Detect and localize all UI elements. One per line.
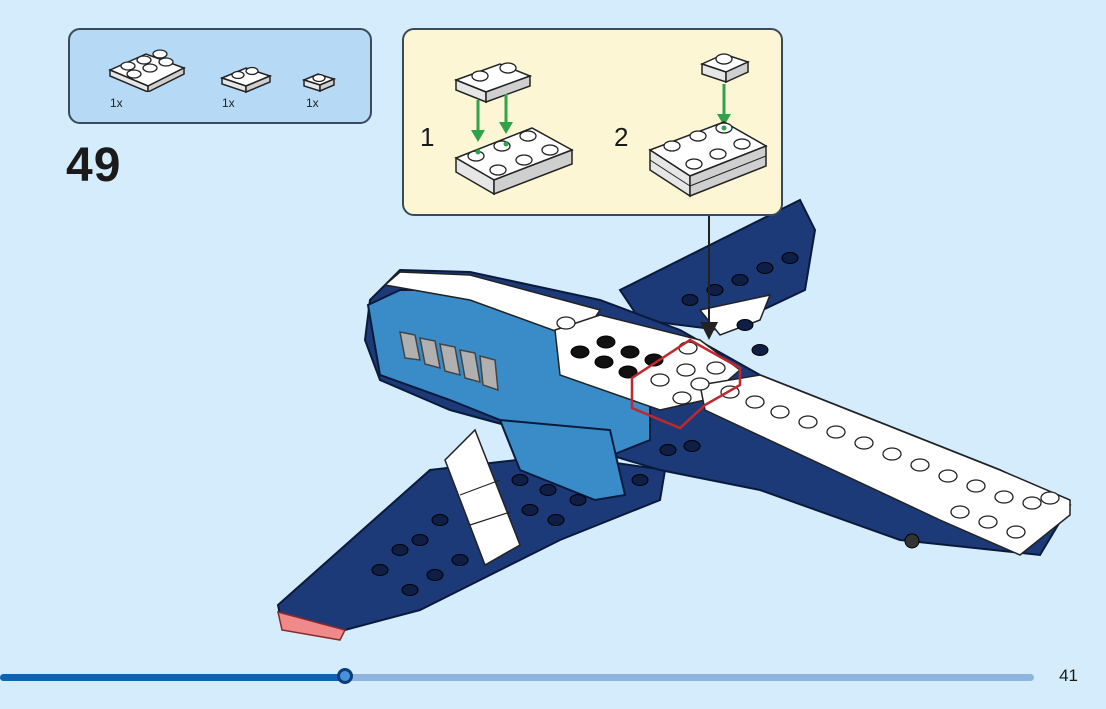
progress-fill: [0, 674, 345, 681]
page-number: 41: [1059, 666, 1078, 686]
progress-bar: [0, 674, 1034, 681]
subassembly-diagram: [404, 30, 781, 214]
substep-1-diagram: [456, 63, 572, 194]
subassembly-callout: 1 2: [402, 28, 783, 216]
substep-2-diagram: [650, 54, 766, 196]
